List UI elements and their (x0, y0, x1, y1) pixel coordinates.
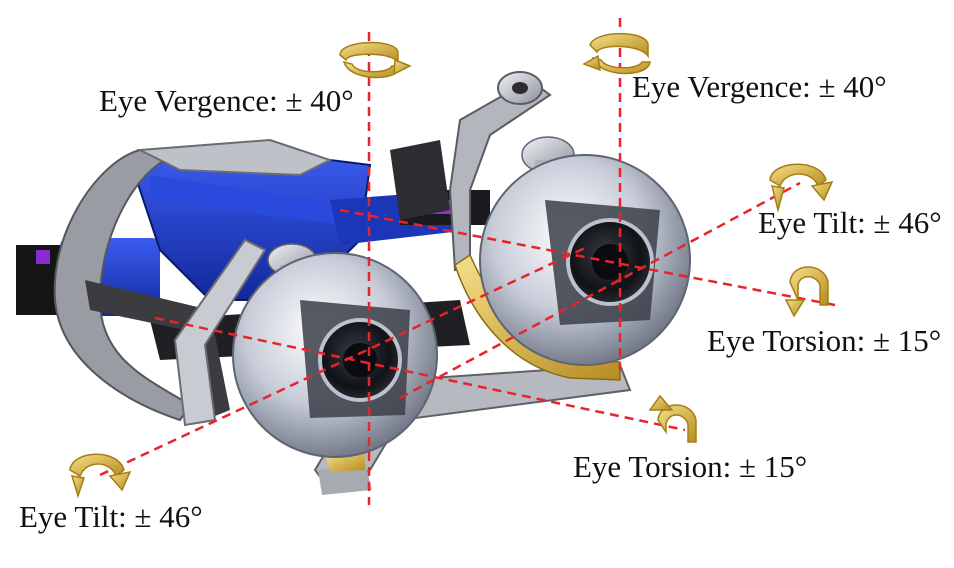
left-torsion-axis (154, 316, 686, 432)
left-vergence-rotation-icon (339, 41, 412, 79)
front-torsion-rotation-icon (648, 394, 697, 443)
rotation-arrows (69, 32, 834, 499)
axis-lines (99, 18, 836, 505)
right-eye-camera (479, 136, 691, 366)
left-tilt-rotation-icon (69, 453, 132, 499)
right-tilt-rotation-icon (769, 163, 834, 213)
yellow-support (325, 253, 621, 472)
top-linkage-arm (390, 71, 552, 272)
lower-arm-linkage (173, 238, 267, 427)
right-vergence-rotation-icon (582, 32, 651, 75)
right-tilt-axis (399, 181, 801, 400)
right-torsion-axis (339, 208, 836, 307)
label-vergence-right: Eye Vergence: ± 40° (632, 69, 887, 104)
label-tilt-right: Eye Tilt: ± 46° (758, 205, 942, 240)
label-vergence-left: Eye Vergence: ± 40° (99, 83, 354, 118)
label-tilt-left: Eye Tilt: ± 46° (19, 499, 203, 534)
label-torsion-front: Eye Torsion: ± 15° (573, 449, 808, 484)
right-torsion-rotation-icon (784, 266, 829, 318)
label-torsion-right: Eye Torsion: ± 15° (707, 323, 942, 358)
